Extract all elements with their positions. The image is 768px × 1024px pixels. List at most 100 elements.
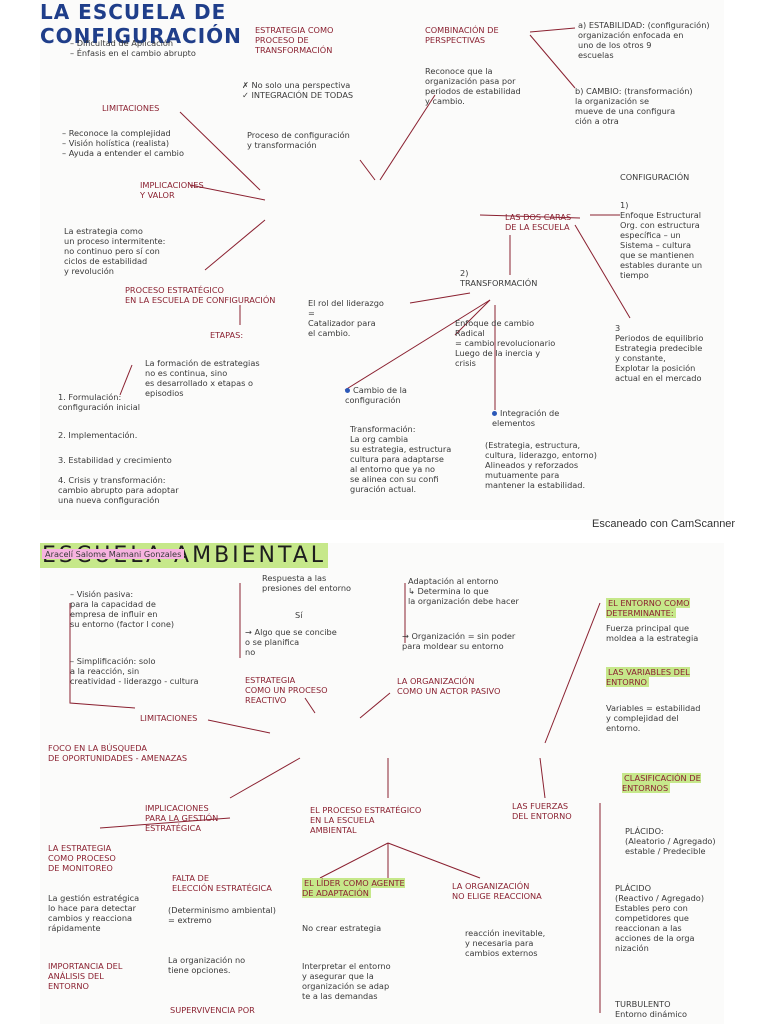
etapa-crisis: 4. Crisis y transformación: cambio abrup… (58, 475, 179, 505)
estrategia-monitoreo-label: LA ESTRATEGIA COMO PROCESO DE MONITOREO (48, 843, 116, 873)
limitaciones-label: LIMITACIONES (102, 103, 160, 113)
implicaciones-label: IMPLICACIONES Y VALOR (140, 180, 204, 200)
turbulento-text: TURBULENTO Entorno dinámico (615, 999, 688, 1019)
estabilidad-text: a) ESTABILIDAD: (configuración) organiza… (578, 20, 710, 60)
transformacion-heading: 2) TRANSFORMACIÓN (460, 268, 538, 288)
arrow-to-enfoque-radical (454, 299, 491, 336)
enfoque-radical-text: Enfoque de cambio Radical = cambio revol… (455, 318, 556, 368)
proceso-estrategico-label: PROCESO ESTRATÉGICO EN LA ESCUELA DE CON… (125, 285, 276, 305)
integracion-text: (Estrategia, estructura, cultura, lidera… (485, 440, 597, 490)
variables-text: Variables = estabilidad y complejidad de… (606, 703, 701, 733)
fuerza-principal-text: Fuerza principal que moldea a la estrate… (606, 623, 699, 643)
foco-label: FOCO EN LA BÚSQUEDA DE OPORTUNIDADES - A… (48, 743, 188, 763)
entorno-determinante-label: EL ENTORNO COMO DETERMINANTE: (606, 598, 690, 618)
periodos-equilibrio-text: 3 Periodos de equilibrio Estrategia pred… (615, 323, 704, 383)
page2-title-highlight: ESCUELA AMBIENTAL (40, 543, 329, 568)
integracion-heading: Integración de elementos (492, 408, 559, 428)
scan-page-configuracion: – Dificultad de Aplicación – Énfasis en … (40, 0, 724, 520)
arrow-to-actor-pasivo (359, 692, 391, 719)
cambio-text: b) CAMBIO: (transformación) la organizac… (575, 86, 693, 126)
page1-title-line2: CONFIGURACIÓN (40, 24, 242, 48)
variables-label: LAS VARIABLES DEL ENTORNO (606, 667, 690, 687)
lider-highlight: EL LÍDER COMO AGENTE DE ADAPTACIÓN (302, 878, 405, 898)
scan-page-ambiental: Aracelí Salome Mamani Gonzales – Visión … (40, 543, 724, 1024)
etapa-estabilidad: 3. Estabilidad y crecimiento (58, 455, 172, 465)
proceso-estrategico-label: EL PROCESO ESTRATÉGICO EN LA ESCUELA AMB… (310, 805, 422, 835)
si-text: Sí (295, 610, 303, 620)
org-sin-poder-text: → Organización = sin poder para moldear … (402, 631, 516, 651)
vision-pasiva-text: – Visión pasiva: para la capacidad de em… (70, 589, 175, 629)
arrow-to-limitaciones (179, 111, 261, 191)
author-highlight: Aracelí Salome Mamani Gonzales (42, 549, 185, 559)
importancia-label: IMPORTANCIA DEL ANÁLISIS DEL ENTORNO (48, 961, 123, 991)
placido-text: PLÁCIDO: (Aleatorio / Agregado) estable … (625, 826, 716, 856)
fuerzas-label: LAS FUERZAS DEL ENTORNO (512, 801, 572, 821)
page1-title-line1: LA ESCUELA DE (40, 0, 227, 24)
variables-highlight: LAS VARIABLES DEL ENTORNO (606, 667, 690, 687)
etapa-implementacion: 2. Implementación. (58, 430, 138, 440)
bullet-icon (492, 411, 497, 416)
arrow-to-dos-caras (479, 214, 581, 219)
cambio-config-label: Cambio de la configuración (345, 385, 407, 405)
lider-agente-label: EL LÍDER COMO AGENTE DE ADAPTACIÓN (302, 878, 405, 898)
scanner-watermark: Escaneado con CamScanner (592, 518, 736, 530)
adaptacion-text: Adaptación al entorno ↳ Determina lo que… (408, 576, 519, 606)
arrow-to-falta (319, 842, 389, 879)
org-actor-pasivo-label: LA ORGANIZACIÓN COMO UN ACTOR PASIVO (397, 676, 501, 696)
arrow-to-cambio (529, 34, 576, 89)
arrow-to-estabilidad (529, 27, 576, 33)
interpretar-text: Interpretar el entorno y asegurar que la… (302, 961, 391, 1001)
arrow-to-proceso-estrategico (204, 219, 266, 271)
arrow-to-estrategia-reactivo (304, 697, 316, 714)
simplificacion-text: – Simplificación: solo a la reacción, si… (70, 656, 199, 686)
cambio-config-text: Cambio de la configuración (345, 385, 407, 405)
integracion-label: Integración de elementos (492, 408, 560, 428)
org-no-opciones-text: La organización no tiene opciones. (168, 955, 246, 975)
falta-eleccion-label: FALTA DE ELECCIÓN ESTRATÉGICA (172, 873, 272, 893)
mindmap-connectors (69, 583, 601, 1013)
arrow-to-implicaciones (229, 757, 301, 799)
integracion-perspectivas: ✗ No solo una perspectiva ✓ INTEGRACIÓN … (242, 80, 354, 100)
reaccion-text: reacción inevitable, y necesaria para ca… (465, 928, 546, 958)
proceso-configuracion-text: Proceso de configuración y transformació… (247, 130, 350, 150)
reconoce-text: Reconoce que la organización pasa por pe… (425, 66, 521, 106)
arrow-to-monitoreo (99, 817, 231, 829)
transformacion-text: Transformación: La org cambia su estrate… (350, 424, 452, 494)
arrow-to-org-no-elige (387, 842, 481, 879)
arrow-to-rol-liderazgo (409, 292, 471, 304)
mindmap-connectors (119, 27, 631, 410)
estrategia-intermitente-text: La estrategia como un proceso intermiten… (64, 226, 166, 276)
dos-caras-label: LAS DOS CARAS DE LA ESCUELA (505, 212, 572, 232)
arrow-to-implicaciones (189, 184, 266, 201)
rol-liderazgo-text: El rol del liderazgo = Catalizador para … (308, 298, 384, 338)
configuracion-heading: CONFIGURACIÓN (620, 172, 690, 182)
arrow-to-reconoce (379, 94, 436, 181)
entorno-determinante-highlight: EL ENTORNO COMO DETERMINANTE: (606, 598, 690, 618)
respuesta-text: Respuesta a las presiones del entorno (262, 573, 352, 593)
arrow-to-entorno (544, 602, 601, 744)
author-name: Aracelí Salome Mamani Gonzales (42, 549, 185, 559)
org-no-elige-label: LA ORGANIZACIÓN NO ELIGE REACCIONA (452, 881, 542, 901)
arrow-to-equilibrio (574, 224, 631, 319)
no-crear-text: No crear estrategia (302, 923, 382, 933)
supervivencia-label: SUPERVIVENCIA POR (170, 1005, 255, 1015)
limitaciones-list: – Dificultad de Aplicación – Énfasis en … (70, 38, 196, 58)
page2-title: ESCUELA AMBIENTAL (40, 543, 724, 569)
limitaciones-label: LIMITACIONES (140, 713, 198, 723)
arrow-to-etapa1 (119, 364, 133, 396)
placido-reactivo-text: PLÁCIDO (Reactivo / Agregado) Estables p… (615, 883, 705, 953)
arrow-to-cambio-config (344, 299, 491, 391)
clasificacion-label: CLASIFICACIÓN DE ENTORNOS (622, 773, 701, 793)
algo-que-text: → Algo que se concibe o se planifica no (245, 627, 337, 657)
implicaciones-list: – Reconoce la complejidad – Visión holís… (62, 128, 184, 158)
formacion-text: La formación de estrategias no es contin… (145, 358, 260, 398)
bracket-limitaciones (69, 603, 136, 709)
bullet-icon (345, 388, 350, 393)
implicaciones-label: IMPLICACIONES PARA LA GESTIÓN ESTRATÉGIC… (145, 803, 219, 833)
clasificacion-highlight: CLASIFICACIÓN DE ENTORNOS (622, 773, 701, 793)
enfoque-estructural-text: 1) Enfoque Estructural Org. con estructu… (620, 200, 703, 280)
estrategia-reactivo-label: ESTRATEGIA COMO UN PROCESO REACTIVO (245, 675, 328, 705)
etapa-formulacion: 1. Formulación: configuración inicial (58, 392, 141, 412)
arrow-to-proceso-config (359, 159, 376, 181)
gestion-text: La gestión estratégica lo hace para dete… (48, 893, 140, 933)
